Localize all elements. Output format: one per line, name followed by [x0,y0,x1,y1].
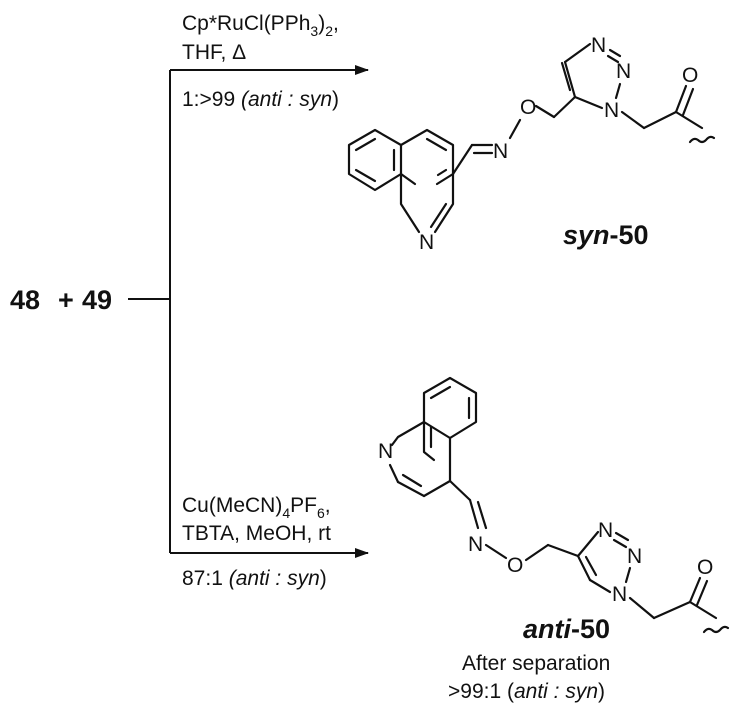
anti-triazole-n2: N [627,545,642,568]
anti-50-structure: N N O N N N O anti-50 [378,376,730,644]
syn-quinoline-nitrogen: N [419,231,434,254]
anti-triazole-n1: N [612,583,627,606]
bottom-solvent-conditions: TBTA, MeOH, rt [182,522,331,545]
separation-note-line1: After separation [462,652,610,675]
anti-quinoline-nitrogen: N [378,440,393,463]
anti-wavy-bond [702,625,730,634]
top-reagent: Cp*RuCl(PPh3)2, [182,12,339,39]
syn-wavy-bond [688,135,716,144]
syn-triazole-n1: N [604,99,619,122]
separation-note: After separation >99:1 (anti : syn) [448,652,610,703]
syn-50-structure: N N O N N N O syn-50 [347,34,716,254]
bottom-selectivity-ratio: 87:1 (anti : syn) [182,567,327,590]
plus-sign: + [58,285,74,315]
bottom-conditions: Cu(MeCN)4PF6, TBTA, MeOH, rt 87:1 (anti … [182,494,331,590]
bottom-reagent: Cu(MeCN)4PF6, [182,494,331,521]
reactants-label: 48 + 49 [10,285,112,315]
anti-50-label: anti-50 [523,614,610,644]
syn-triazole-n3: N [591,34,606,57]
separation-note-ratio: >99:1 (anti : syn) [448,680,605,703]
syn-50-label: syn-50 [563,220,649,250]
reactant-49: 49 [82,285,112,315]
branch-arrows [128,65,369,558]
anti-oxime-oxygen: O [507,554,523,577]
anti-triazole-n3: N [598,519,613,542]
syn-oxime-nitrogen: N [493,140,508,163]
syn-triazole-n2: N [616,60,631,83]
syn-oxime-oxygen: O [520,96,536,119]
top-solvent-conditions: THF, Δ [182,41,246,64]
top-conditions: Cp*RuCl(PPh3)2, THF, Δ 1:>99 (anti : syn… [182,12,339,111]
syn-carbonyl-oxygen: O [682,64,698,87]
anti-carbonyl-oxygen: O [697,556,713,579]
anti-oxime-nitrogen: N [468,533,483,556]
reactant-48: 48 [10,285,40,315]
top-selectivity-ratio: 1:>99 (anti : syn) [182,88,339,111]
syn-quinoline-pyridine-ring [399,128,455,186]
